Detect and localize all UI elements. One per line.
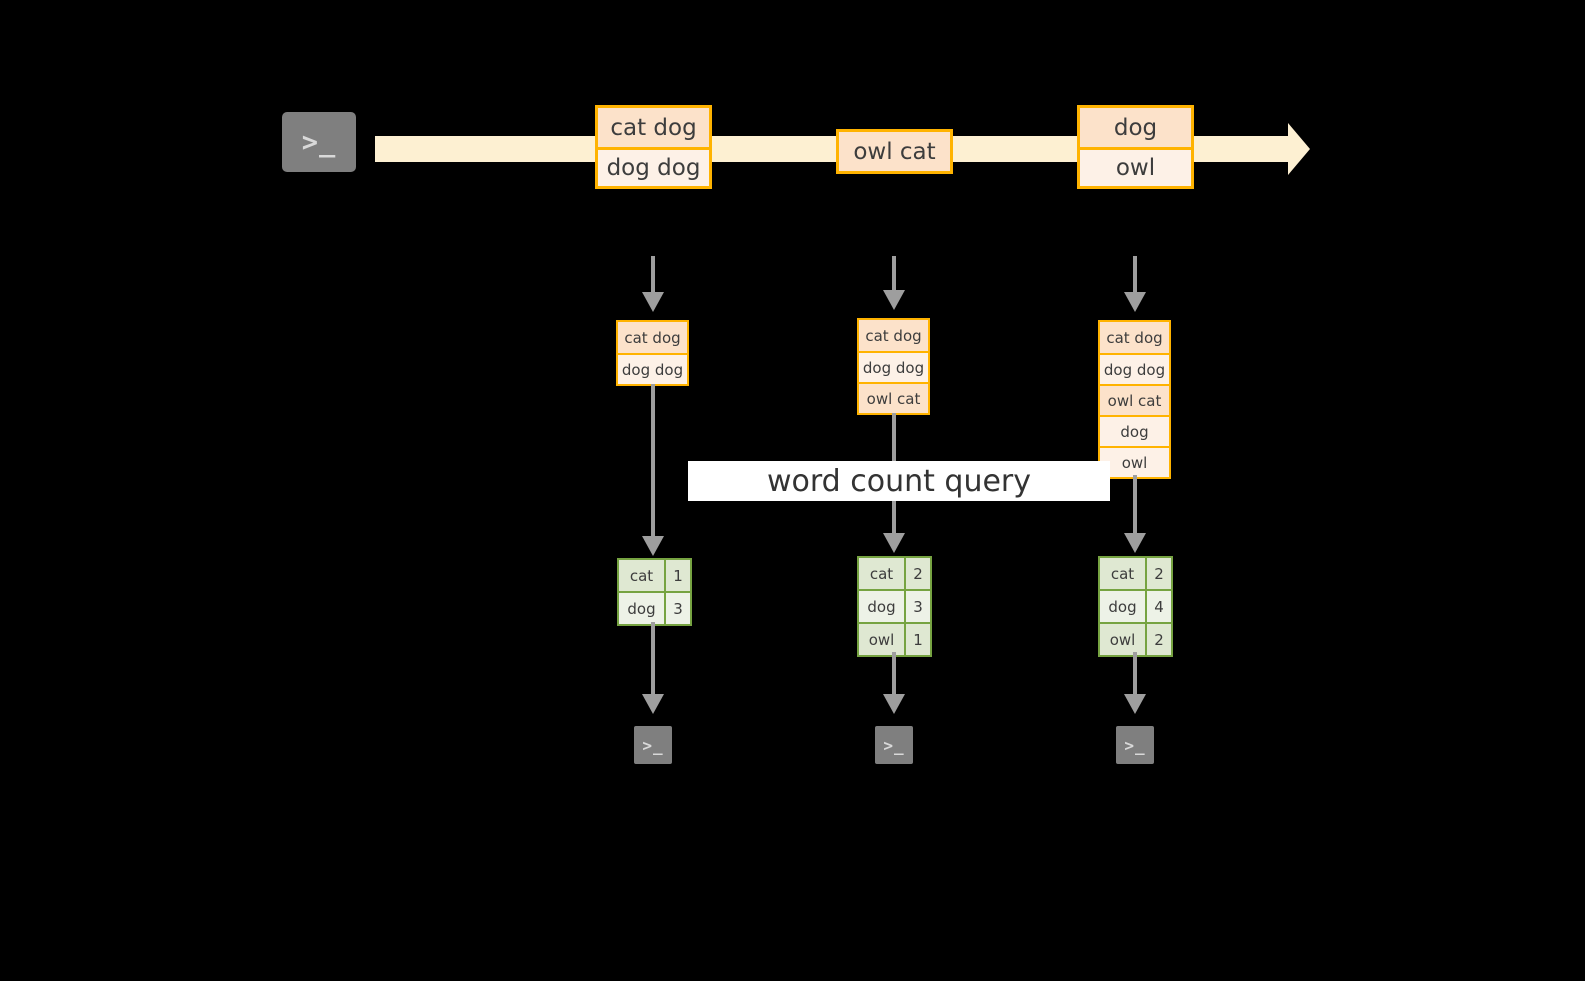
sink-terminal-icon-2[interactable]: >_	[868, 719, 920, 771]
snapshot-3-row-1: cat dog	[1100, 322, 1169, 353]
stream-batch-3-row-1: dog	[1080, 108, 1191, 147]
dashed-connector-1-arrowhead	[642, 292, 664, 312]
result-2-word-3: owl	[859, 624, 904, 655]
result-3-word-1: cat	[1100, 558, 1145, 589]
table-row: cat 1	[619, 560, 690, 591]
stream-batch-1-row-2: dog dog	[598, 147, 709, 186]
result-1-count-2: 3	[664, 593, 690, 624]
result-1-count-1: 1	[664, 560, 690, 591]
table-row: dog 3	[619, 591, 690, 624]
dashed-connector-2	[892, 256, 896, 290]
sink-connector-1	[651, 622, 655, 694]
result-table-3: cat 2 dog 4 owl 2	[1098, 556, 1173, 657]
stream-batch-2: owl cat	[836, 129, 953, 174]
sink-connector-1-arrowhead	[642, 694, 664, 714]
sink-terminal-icon-3[interactable]: >_	[1109, 719, 1161, 771]
snapshot-3-row-4: dog	[1100, 415, 1169, 446]
sink-connector-2	[892, 652, 896, 694]
result-3-word-2: dog	[1100, 591, 1145, 622]
snapshot-table-1: cat dog dog dog	[616, 320, 689, 386]
snapshot-1-row-2: dog dog	[618, 353, 687, 384]
result-2-count-3: 1	[904, 624, 930, 655]
terminal-prompt-glyph: >_	[642, 735, 664, 755]
snapshot-1-row-1: cat dog	[618, 322, 687, 353]
result-3-word-3: owl	[1100, 624, 1145, 655]
dashed-connector-3-arrowhead	[1124, 292, 1146, 312]
result-2-count-1: 2	[904, 558, 930, 589]
snapshot-table-2: cat dog dog dog owl cat	[857, 318, 930, 415]
sink-connector-2-arrowhead	[883, 694, 905, 714]
snapshot-table-3: cat dog dog dog owl cat dog owl	[1098, 320, 1171, 479]
snapshot-2-row-3: owl cat	[859, 382, 928, 413]
source-terminal-icon[interactable]: >_	[273, 103, 365, 181]
sink-terminal-icon-1[interactable]: >_	[627, 719, 679, 771]
word-count-query-label: word count query	[688, 461, 1110, 501]
stream-batch-1-row-1: cat dog	[598, 108, 709, 147]
table-row: owl 2	[1100, 622, 1171, 655]
terminal-prompt-glyph: >_	[1124, 735, 1146, 755]
result-1-word-1: cat	[619, 560, 664, 591]
dashed-connector-3	[1133, 256, 1137, 292]
snapshot-2-row-1: cat dog	[859, 320, 928, 351]
table-row: owl 1	[859, 622, 930, 655]
snapshot-3-row-3: owl cat	[1100, 384, 1169, 415]
snapshot-2-row-2: dog dog	[859, 351, 928, 382]
sink-connector-3	[1133, 652, 1137, 694]
result-table-2: cat 2 dog 3 owl 1	[857, 556, 932, 657]
result-3-count-1: 2	[1145, 558, 1171, 589]
word-count-query-text: word count query	[766, 463, 1032, 499]
table-row: cat 2	[859, 558, 930, 589]
query-connector-3-arrowhead	[1124, 533, 1146, 553]
snapshot-3-row-2: dog dog	[1100, 353, 1169, 384]
sink-connector-3-arrowhead	[1124, 694, 1146, 714]
stream-batch-3: dog owl	[1077, 105, 1194, 189]
table-row: dog 4	[1100, 589, 1171, 622]
table-row: cat 2	[1100, 558, 1171, 589]
dashed-connector-2-arrowhead	[883, 290, 905, 310]
query-connector-1-arrowhead	[642, 536, 664, 556]
result-table-1: cat 1 dog 3	[617, 558, 692, 626]
stream-batch-2-row-1: owl cat	[839, 132, 950, 171]
terminal-prompt-glyph: >_	[301, 126, 337, 158]
result-2-count-2: 3	[904, 591, 930, 622]
stream-batch-3-row-2: owl	[1080, 147, 1191, 186]
terminal-prompt-glyph: >_	[883, 735, 905, 755]
result-1-word-2: dog	[619, 593, 664, 624]
result-3-count-3: 2	[1145, 624, 1171, 655]
query-connector-1	[651, 384, 655, 536]
result-2-word-1: cat	[859, 558, 904, 589]
result-2-word-2: dog	[859, 591, 904, 622]
table-row: dog 3	[859, 589, 930, 622]
query-connector-2-arrowhead	[883, 533, 905, 553]
snapshot-3-row-5: owl	[1100, 446, 1169, 477]
dashed-connector-1	[651, 256, 655, 292]
stream-batch-1: cat dog dog dog	[595, 105, 712, 189]
query-connector-3	[1133, 475, 1137, 533]
stream-arrow-head	[1288, 123, 1310, 175]
result-3-count-2: 4	[1145, 591, 1171, 622]
